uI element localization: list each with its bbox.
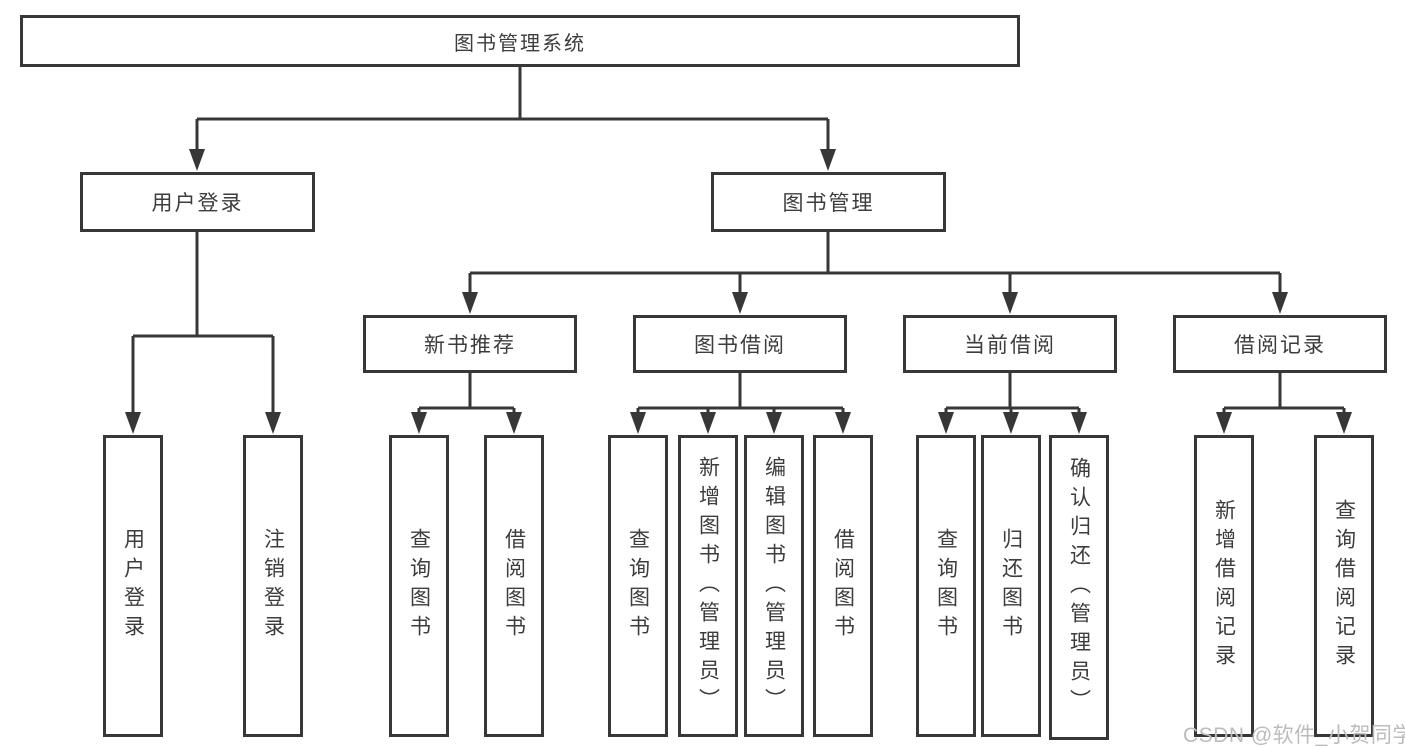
node-borrow-records: 借阅记录 (1173, 315, 1387, 373)
leaf-query-books-borrow: 查询图书 (608, 435, 668, 737)
leaf-query-borrow-record: 查询借阅记录 (1314, 435, 1374, 737)
leaf-borrow-books-recommend: 借阅图书 (484, 435, 544, 737)
leaf-add-borrow-record: 新增借阅记录 (1194, 435, 1254, 737)
leaf-edit-books-admin: 编辑图书（管理员） (744, 435, 804, 737)
node-root-system: 图书管理系统 (20, 15, 1020, 67)
node-new-book-recommend: 新书推荐 (363, 315, 577, 373)
leaf-return-books: 归还图书 (981, 435, 1041, 737)
node-book-management: 图书管理 (711, 172, 946, 232)
leaf-confirm-return-admin: 确认归还（管理员） (1049, 435, 1109, 740)
leaf-borrow-books: 借阅图书 (813, 435, 873, 737)
leaf-user-login: 用户登录 (103, 435, 163, 737)
leaf-query-books-recommend: 查询图书 (389, 435, 449, 737)
node-current-borrow: 当前借阅 (903, 315, 1117, 373)
leaf-add-books-admin: 新增图书（管理员） (678, 435, 738, 737)
leaf-query-books-current: 查询图书 (916, 435, 976, 737)
csdn-watermark: CSDN @软件_小贺同学 (1183, 724, 1405, 747)
node-user-login: 用户登录 (80, 172, 315, 232)
node-book-borrow: 图书借阅 (633, 315, 847, 373)
leaf-logout-login: 注销登录 (243, 435, 303, 737)
